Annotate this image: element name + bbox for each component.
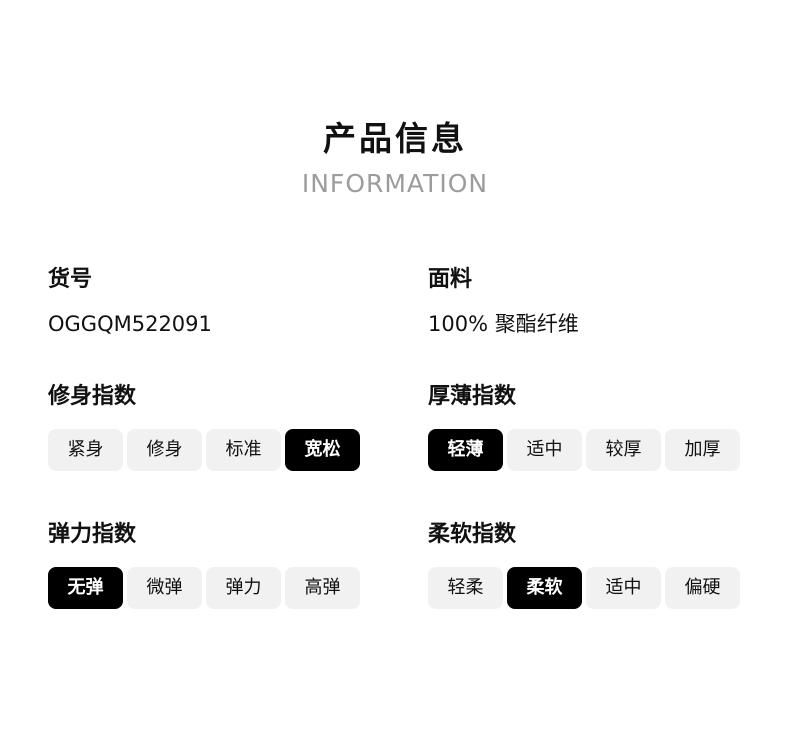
index-label: 厚薄指数 bbox=[428, 384, 517, 409]
page-header: 产品信息 INFORMATION bbox=[0, 0, 790, 198]
index-group-softness: 柔软指数 轻柔 柔软 适中 偏硬 bbox=[428, 521, 740, 609]
option-pill: 轻薄 bbox=[428, 429, 503, 471]
option-pill: 紧身 bbox=[48, 429, 123, 471]
field-item-number: 货号 OGGQM522091 bbox=[48, 266, 360, 337]
pill-row: 无弹 微弹 弹力 高弹 bbox=[48, 567, 360, 609]
option-pill: 偏硬 bbox=[665, 567, 740, 609]
pill-row: 轻柔 柔软 适中 偏硬 bbox=[428, 567, 740, 609]
option-pill: 宽松 bbox=[285, 429, 360, 471]
product-info-grid: 货号 OGGQM522091 面料 100% 聚酯纤维 修身指数 紧身 修身 标… bbox=[0, 266, 790, 659]
option-pill: 加厚 bbox=[665, 429, 740, 471]
option-pill: 弹力 bbox=[206, 567, 281, 609]
option-pill: 修身 bbox=[127, 429, 202, 471]
option-pill: 标准 bbox=[206, 429, 281, 471]
pill-row: 紧身 修身 标准 宽松 bbox=[48, 429, 360, 471]
field-value: OGGQM522091 bbox=[48, 312, 212, 336]
option-pill: 柔软 bbox=[507, 567, 582, 609]
option-pill: 轻柔 bbox=[428, 567, 503, 609]
index-group-thickness: 厚薄指数 轻薄 适中 较厚 加厚 bbox=[428, 383, 740, 471]
page-subtitle: INFORMATION bbox=[301, 169, 489, 198]
option-pill: 适中 bbox=[586, 567, 661, 609]
field-value: 100% 聚酯纤维 bbox=[428, 312, 579, 336]
option-pill: 无弹 bbox=[48, 567, 123, 609]
page-title: 产品信息 bbox=[323, 119, 467, 158]
index-group-elasticity: 弹力指数 无弹 微弹 弹力 高弹 bbox=[48, 521, 360, 609]
field-label: 货号 bbox=[48, 267, 93, 292]
option-pill: 适中 bbox=[507, 429, 582, 471]
index-label: 柔软指数 bbox=[428, 522, 517, 547]
index-group-slim-fit: 修身指数 紧身 修身 标准 宽松 bbox=[48, 383, 360, 471]
pill-row: 轻薄 适中 较厚 加厚 bbox=[428, 429, 740, 471]
option-pill: 较厚 bbox=[586, 429, 661, 471]
option-pill: 高弹 bbox=[285, 567, 360, 609]
index-label: 弹力指数 bbox=[48, 522, 137, 547]
option-pill: 微弹 bbox=[127, 567, 202, 609]
field-fabric: 面料 100% 聚酯纤维 bbox=[428, 266, 740, 337]
field-label: 面料 bbox=[428, 267, 473, 292]
index-label: 修身指数 bbox=[48, 384, 137, 409]
